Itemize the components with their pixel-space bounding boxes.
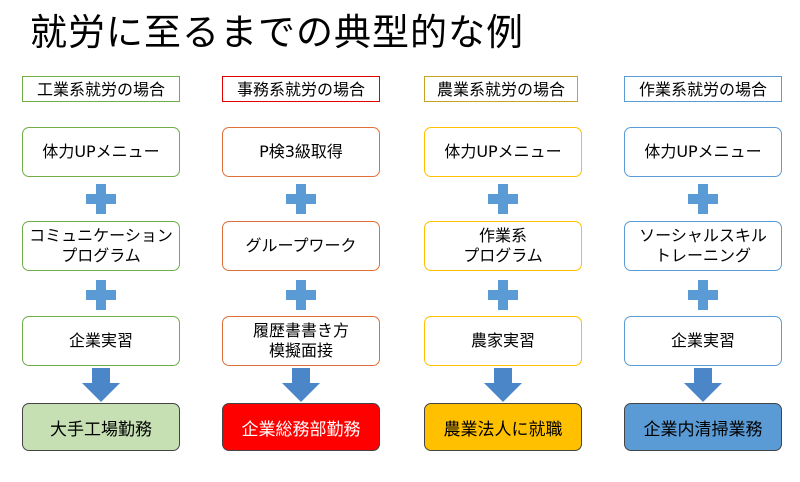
column-header: 事務系就労の場合	[222, 76, 380, 102]
step-box: 体力UPメニュー	[424, 127, 582, 177]
column-industrial: 工業系就労の場合 体力UPメニュー コミュニケーション プログラム 企業実習 大…	[22, 0, 182, 482]
column-header: 作業系就労の場合	[624, 76, 782, 102]
arrow-down-icon	[684, 368, 722, 402]
plus-icon	[688, 184, 718, 214]
step-box: 企業実習	[22, 316, 180, 366]
arrow-down-icon	[282, 368, 320, 402]
plus-icon	[488, 280, 518, 310]
page-title: 就労に至るまでの典型的な例	[30, 11, 524, 54]
plus-icon	[86, 184, 116, 214]
step-box: グループワーク	[222, 221, 380, 271]
step-box: 企業実習	[624, 316, 782, 366]
result-box: 企業内清掃業務	[624, 403, 782, 451]
plus-icon	[488, 184, 518, 214]
step-box: コミュニケーション プログラム	[22, 221, 180, 271]
column-work: 作業系就労の場合 体力UPメニュー ソーシャルスキル トレーニング 企業実習 企…	[624, 0, 784, 482]
result-box: 大手工場勤務	[22, 403, 180, 451]
column-header: 農業系就労の場合	[424, 76, 578, 102]
step-box: 体力UPメニュー	[22, 127, 180, 177]
step-box: 体力UPメニュー	[624, 127, 782, 177]
result-box: 企業総務部勤務	[222, 403, 380, 451]
result-box: 農業法人に就職	[424, 403, 582, 451]
column-header: 工業系就労の場合	[22, 76, 180, 102]
step-box: 履歴書書き方 模擬面接	[222, 316, 380, 366]
column-office: 事務系就労の場合 P検3級取得 グループワーク 履歴書書き方 模擬面接 企業総務…	[222, 0, 382, 482]
arrow-down-icon	[484, 368, 522, 402]
plus-icon	[286, 280, 316, 310]
plus-icon	[86, 280, 116, 310]
step-box: ソーシャルスキル トレーニング	[624, 221, 782, 271]
column-agriculture: 農業系就労の場合 体力UPメニュー 作業系 プログラム 農家実習 農業法人に就職	[424, 0, 584, 482]
plus-icon	[286, 184, 316, 214]
arrow-down-icon	[82, 368, 120, 402]
step-box: P検3級取得	[222, 127, 380, 177]
step-box: 作業系 プログラム	[424, 221, 582, 271]
step-box: 農家実習	[424, 316, 582, 366]
plus-icon	[688, 280, 718, 310]
